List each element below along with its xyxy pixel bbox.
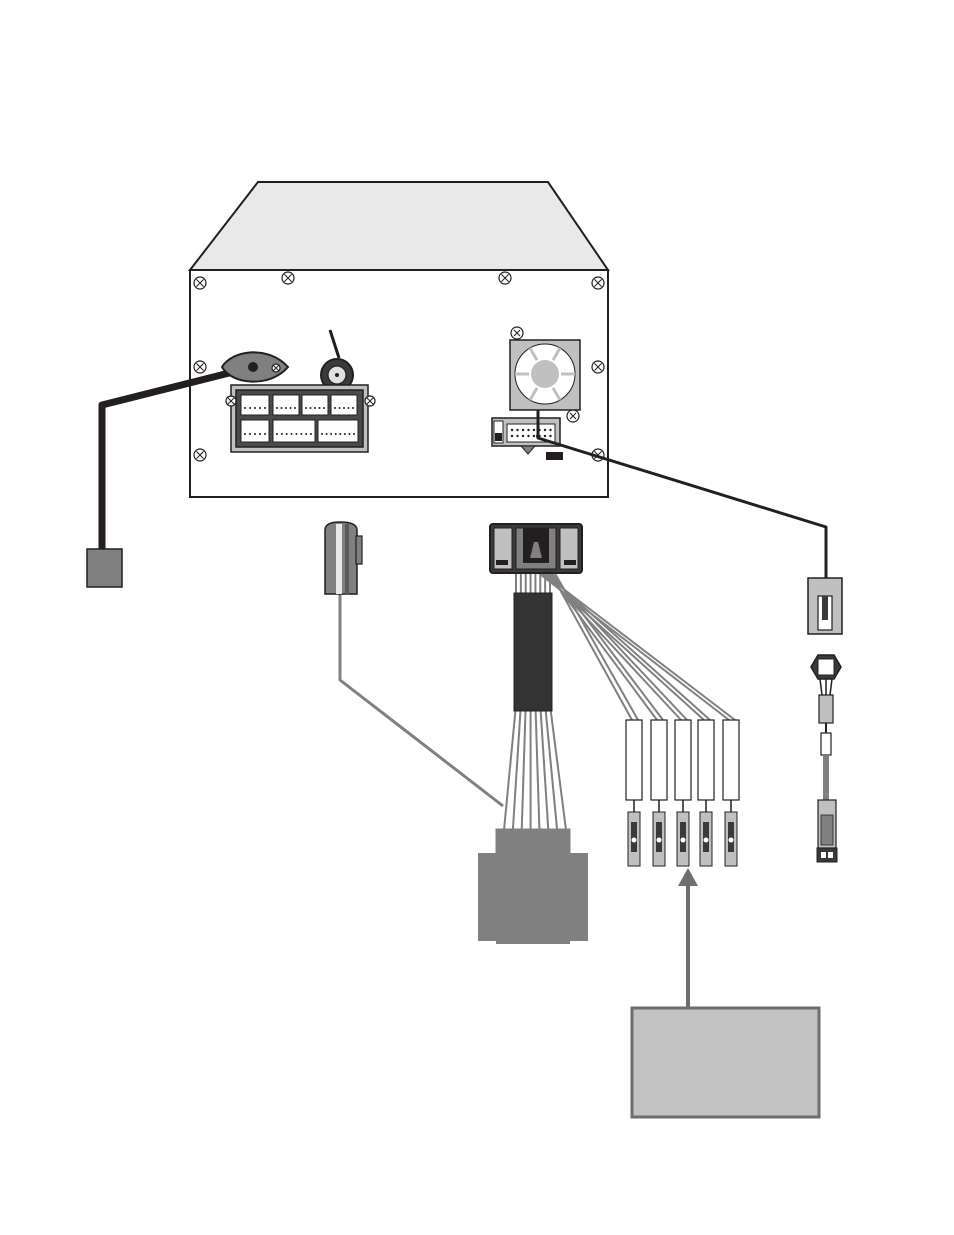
- screw-icon: [194, 277, 206, 289]
- callout-box: [632, 1008, 819, 1117]
- gps-socket: [248, 362, 258, 372]
- rca-connector: [698, 720, 714, 866]
- callout: [632, 868, 819, 1117]
- cooling-fan: [510, 327, 580, 422]
- harness-wire: [550, 705, 566, 830]
- screw-icon: [194, 361, 206, 373]
- socket-slot: [273, 420, 315, 442]
- rca-connectors: [626, 720, 739, 866]
- gps-antenna-module: [87, 549, 122, 587]
- wire-harness-plug: [490, 524, 582, 573]
- screw-icon: [592, 277, 604, 289]
- socket-slot: [302, 395, 328, 415]
- iso-connector-block: [478, 829, 588, 944]
- socket-slot: [273, 395, 299, 415]
- harness-wire: [535, 705, 539, 830]
- main-harness-connector: [226, 385, 375, 452]
- screw-icon: [592, 361, 604, 373]
- screw-icon: [194, 449, 206, 461]
- screw-icon: [499, 272, 511, 284]
- antenna-adapter-wire: [340, 594, 503, 806]
- harness-wire: [522, 705, 526, 830]
- rca-connector: [675, 720, 691, 866]
- callout-arrow-head-icon: [678, 868, 698, 886]
- screw-icon: [282, 272, 294, 284]
- socket-slot: [241, 395, 269, 415]
- rca-connector: [626, 720, 642, 866]
- rca-wires: [532, 568, 735, 720]
- head-unit-top-face: [190, 182, 608, 270]
- usb-extension-cable: [808, 578, 842, 862]
- antenna-adapter-plug: [325, 522, 503, 806]
- socket-slot: [241, 420, 269, 442]
- rca-wire: [536, 568, 735, 720]
- rca-connector: [651, 720, 667, 866]
- rca-connector: [723, 720, 739, 866]
- socket-slot: [318, 420, 358, 442]
- harness-sleeve: [514, 593, 552, 711]
- socket-slot: [331, 395, 357, 415]
- rca-wire: [532, 568, 729, 720]
